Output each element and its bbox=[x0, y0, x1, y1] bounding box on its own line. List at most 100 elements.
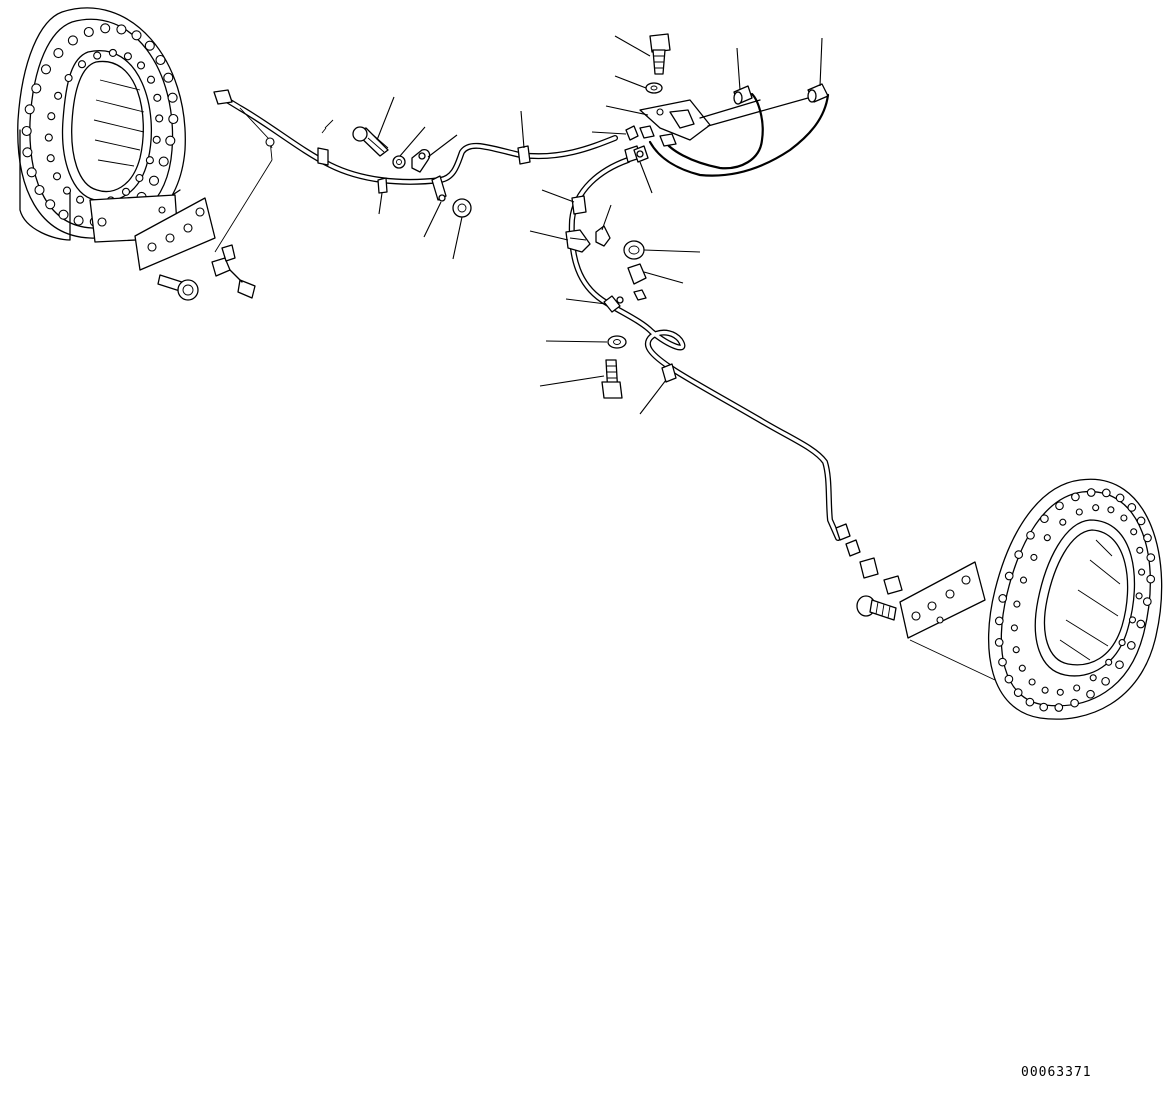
disc-bolt-hole bbox=[146, 157, 153, 164]
pipe-clamp-small-left bbox=[378, 178, 387, 193]
harness-clip bbox=[626, 126, 638, 140]
leader-sensor-bracket bbox=[606, 106, 648, 115]
disc-bolt-hole bbox=[159, 157, 168, 166]
pipe-clip-left bbox=[432, 176, 446, 201]
disc-bolt-hole bbox=[156, 56, 165, 65]
disc-bolt-hole bbox=[1011, 625, 1017, 631]
leader-pressure-switch-right bbox=[820, 38, 822, 86]
disc-bolt-hole bbox=[59, 210, 68, 219]
disc-bolt-hole bbox=[65, 75, 72, 82]
pipe-bracket-center bbox=[566, 230, 590, 252]
disc-bolt-hole bbox=[1013, 647, 1019, 653]
disc-bolt-hole bbox=[1005, 675, 1013, 683]
disc-bolt-hole bbox=[1128, 642, 1136, 650]
disc-bolt-hole bbox=[1072, 493, 1080, 501]
pipe-clamp-bolt bbox=[353, 127, 388, 156]
leader-clamp-washer bbox=[400, 127, 425, 156]
bracket-washer bbox=[646, 83, 662, 93]
disc-bolt-hole bbox=[168, 93, 177, 102]
disc-bolt-hole bbox=[35, 186, 44, 195]
harness-connector bbox=[634, 146, 648, 162]
left-mounting-bolt bbox=[158, 275, 198, 300]
disc-bolt-hole bbox=[1044, 535, 1050, 541]
pipe-clamp-center bbox=[596, 226, 610, 246]
disc-bolt-hole bbox=[1021, 577, 1027, 583]
disc-bolt-hole bbox=[999, 658, 1007, 666]
disc-bolt-hole bbox=[94, 52, 101, 59]
disc-bolt-hole bbox=[1131, 529, 1137, 535]
left-elbow-fitting bbox=[212, 140, 272, 298]
disc-bolt-hole bbox=[1014, 601, 1020, 607]
disc-bolt-hole bbox=[74, 216, 83, 225]
disc-bolt-hole bbox=[32, 84, 41, 93]
lower-washer bbox=[608, 336, 626, 348]
disc-bolt-hole bbox=[164, 73, 173, 82]
disc-bolt-hole bbox=[995, 639, 1003, 647]
disc-bolt-hole bbox=[64, 187, 71, 194]
drawing-number: 00063371 bbox=[1021, 1065, 1092, 1080]
leader-pressure-switch-left bbox=[737, 48, 740, 90]
disc-bolt-hole bbox=[1137, 517, 1145, 525]
disc-bolt-hole bbox=[1060, 519, 1066, 525]
leader-clip-upper bbox=[542, 190, 574, 202]
disc-bolt-hole bbox=[1093, 505, 1099, 511]
bracket-bolt bbox=[650, 34, 670, 74]
disc-bolt-hole bbox=[1136, 593, 1142, 599]
disc-bolt-hole bbox=[1042, 687, 1048, 693]
leader-harness-connector bbox=[640, 162, 652, 193]
leader-harness-clip bbox=[592, 132, 626, 134]
disc-bolt-hole bbox=[47, 155, 54, 162]
left-mounting-plate bbox=[90, 195, 215, 270]
disc-bolt-hole bbox=[145, 41, 154, 50]
leader-bracket-washer bbox=[615, 76, 646, 88]
disc-bolt-hole bbox=[23, 148, 32, 157]
leader-clip-loop bbox=[640, 380, 666, 414]
disc-bolt-hole bbox=[101, 24, 110, 33]
callout-leaders bbox=[377, 36, 822, 414]
disc-bolt-hole bbox=[156, 115, 163, 122]
disc-bolt-hole bbox=[1087, 690, 1095, 698]
disc-bolt-hole bbox=[46, 200, 55, 209]
disc-bolt-hole bbox=[150, 176, 159, 185]
leader-lower-bolt bbox=[540, 376, 604, 386]
disc-bolt-hole bbox=[25, 105, 34, 114]
leader-clip-left bbox=[424, 202, 441, 237]
pipe-clamp-lower bbox=[604, 296, 623, 312]
leader-bracket-center bbox=[530, 231, 568, 240]
disc-bolt-hole bbox=[1139, 569, 1145, 575]
disc-bolt-hole bbox=[48, 113, 55, 120]
pressure-switch-left bbox=[734, 86, 752, 104]
disc-bolt-hole bbox=[1015, 551, 1023, 559]
disc-bolt-hole bbox=[1040, 703, 1048, 711]
right-final-drive-housing bbox=[989, 479, 1162, 719]
disc-bolt-hole bbox=[1087, 489, 1095, 497]
disc-bolt-hole bbox=[109, 49, 116, 56]
disc-bolt-hole bbox=[148, 76, 155, 83]
disc-bolt-hole bbox=[1116, 494, 1124, 502]
disc-bolt-hole bbox=[1130, 617, 1136, 623]
disc-bolt-hole bbox=[132, 31, 141, 40]
disc-bolt-hole bbox=[1090, 675, 1096, 681]
center-clip bbox=[628, 264, 646, 284]
disc-bolt-hole bbox=[1074, 685, 1080, 691]
disc-bolt-hole bbox=[27, 168, 36, 177]
disc-bolt-hole bbox=[54, 173, 61, 180]
disc-bolt-hole bbox=[1029, 679, 1035, 685]
disc-bolt-hole bbox=[22, 127, 31, 136]
leader-pipe-clip-middle bbox=[521, 111, 524, 148]
disc-bolt-hole bbox=[1137, 547, 1143, 553]
lower-bolt bbox=[602, 360, 622, 398]
leader-bracket-bolt bbox=[615, 36, 650, 56]
pipe-clip-loop bbox=[662, 364, 676, 382]
disc-bolt-hole bbox=[1027, 532, 1035, 540]
disc-bolt-hole bbox=[117, 25, 126, 34]
disc-bolt-hole bbox=[999, 595, 1007, 603]
disc-bolt-hole bbox=[166, 136, 175, 145]
pipe-clamp-nut bbox=[453, 199, 471, 217]
disc-bolt-hole bbox=[55, 92, 62, 99]
leader-center-clip bbox=[644, 272, 683, 283]
disc-bolt-hole bbox=[154, 94, 161, 101]
disc-bolt-hole bbox=[1076, 509, 1082, 515]
disc-bolt-hole bbox=[1055, 704, 1063, 712]
